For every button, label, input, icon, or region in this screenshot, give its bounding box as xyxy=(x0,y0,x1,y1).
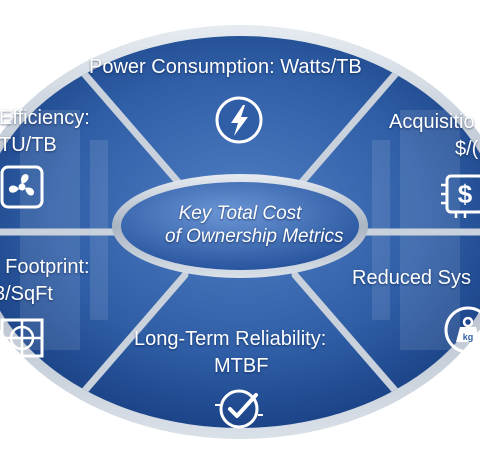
upper-left-segment-label-line1: Efficiency: xyxy=(0,107,90,129)
fan-icon xyxy=(0,165,44,209)
lightning-icon xyxy=(215,96,263,144)
svg-text:kg: kg xyxy=(463,332,474,342)
floor-plan-icon xyxy=(0,318,44,358)
svg-text:$: $ xyxy=(458,179,473,209)
checkmark-badge-icon xyxy=(215,389,263,429)
lower-right-segment-label: Reduced Sys xyxy=(352,267,471,289)
upper-left-segment-label-line2: TU/TB xyxy=(0,134,57,156)
upper-right-segment-label-line1: Acquisitio xyxy=(389,111,475,133)
dollar-chip-icon: $ xyxy=(441,174,480,218)
bottom-segment-label-line2: MTBF xyxy=(214,355,269,377)
weight-kg-icon: kg xyxy=(444,306,480,354)
center-title-line1: Key Total Cost xyxy=(178,203,302,224)
lower-left-segment-label-line1: / Footprint: xyxy=(0,256,90,278)
upper-right-segment-label-line2: $/( xyxy=(455,138,479,160)
center-title-line2: of Ownership Metrics xyxy=(165,226,344,247)
bottom-segment-label-line1: Long-Term Reliability: xyxy=(134,328,327,350)
center-hub xyxy=(121,182,359,270)
lower-left-segment-label-line2: 3/SqFt xyxy=(0,283,53,305)
top-segment-label: Power Consumption: Watts/TB xyxy=(89,56,362,78)
